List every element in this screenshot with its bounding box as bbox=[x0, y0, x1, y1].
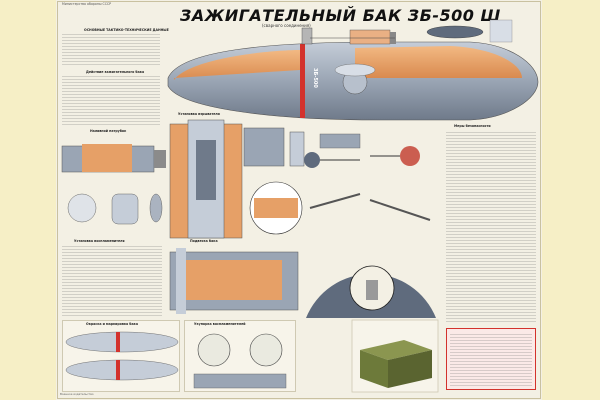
purpose-text bbox=[62, 76, 160, 126]
fuze-drawing bbox=[169, 119, 243, 239]
section-title-purpose: Действие зажигательного бака bbox=[86, 70, 145, 74]
marking-drawing bbox=[65, 331, 179, 381]
section-title-fuze: Установка взрывателя bbox=[178, 112, 220, 116]
section-title-suspension: Подвеска бака bbox=[190, 239, 218, 243]
ammo-box-drawing bbox=[351, 319, 439, 393]
characteristics-text bbox=[62, 34, 160, 66]
footer-note: Военное издательство bbox=[60, 392, 94, 396]
tank-marking-label: ЗБ-500 bbox=[312, 68, 318, 88]
section-title-filler: Наливной патрубок bbox=[90, 129, 127, 133]
warning-text bbox=[450, 334, 532, 386]
ignition-text bbox=[62, 246, 162, 316]
section-title-ignition: Установка воспламенителя bbox=[74, 239, 125, 243]
section-title-safety: Меры безопасности bbox=[454, 124, 491, 128]
poster-subtitle: (сварного соединения) bbox=[262, 23, 311, 28]
dials-drawing bbox=[193, 333, 287, 389]
poster-border bbox=[57, 1, 541, 399]
poster-title: ЗАЖИГАТЕЛЬНЫЙ БАК ЗБ-500 Ш bbox=[180, 6, 501, 25]
ignition-detail-drawing bbox=[243, 127, 305, 235]
filler-pipe-drawing bbox=[61, 144, 166, 225]
section-title-packing: Укупорка воспламенителей bbox=[194, 322, 246, 326]
safety-text bbox=[446, 132, 536, 322]
main-tank-drawing bbox=[167, 19, 539, 121]
suspension-drawing bbox=[169, 248, 299, 314]
mount-detail-drawing bbox=[306, 265, 436, 318]
section-title-marking: Окраска и маркировка бака bbox=[86, 322, 139, 326]
header-note: Министерство обороны СССР bbox=[62, 2, 112, 6]
parts-drawing bbox=[304, 133, 431, 221]
section-title-characteristics: ОСНОВНЫЕ ТАКТИКО-ТЕХНИЧЕСКИЕ ДАННЫЕ bbox=[84, 28, 169, 32]
